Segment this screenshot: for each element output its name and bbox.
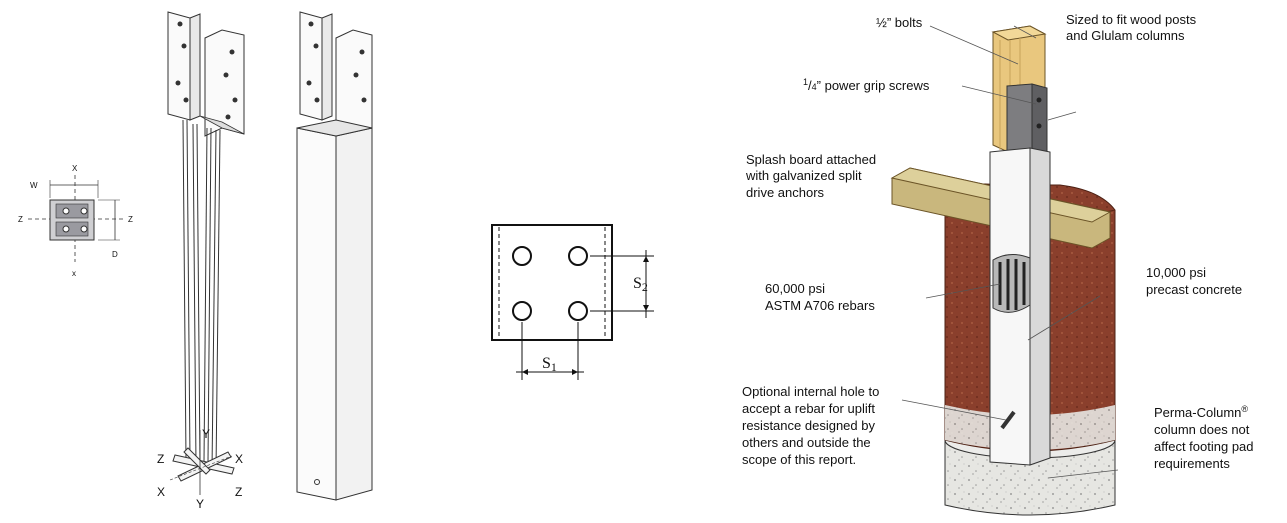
perma-label-line4: requirements bbox=[1154, 456, 1230, 471]
plan-bracket-bottom bbox=[55, 221, 89, 237]
perma-label-line1: Perma-Column® bbox=[1154, 404, 1248, 420]
encased-column bbox=[296, 11, 373, 501]
hole-label-line4: others and outside the bbox=[742, 435, 871, 450]
sized-label-line1: Sized to fit wood posts bbox=[1066, 12, 1197, 27]
perma-column-illustration bbox=[890, 25, 1119, 516]
bracket-plate-left bbox=[167, 11, 191, 121]
bolts-label: ½” bolts bbox=[876, 15, 923, 30]
bracket-hole bbox=[177, 21, 183, 27]
hole-label-line5: scope of this report. bbox=[742, 452, 856, 467]
splash-label-line3: drive anchors bbox=[746, 185, 825, 200]
leader-lines bbox=[901, 25, 1119, 479]
plan-bracket-top bbox=[55, 203, 89, 219]
hole-label-line2: accept a rebar for uplift bbox=[742, 401, 875, 416]
assembly-z-right-label: Z bbox=[235, 485, 242, 499]
plan-d-label: D bbox=[112, 250, 118, 259]
encased-bracket-left bbox=[299, 11, 323, 121]
section-outline bbox=[491, 224, 613, 341]
plan-z-right-label: Z bbox=[128, 215, 133, 224]
s2-label: S2 bbox=[633, 275, 648, 294]
column-hole bbox=[314, 479, 320, 485]
uplift-rebar bbox=[1000, 410, 1016, 430]
splash-label-line1: Splash board attached bbox=[746, 152, 876, 167]
plan-rebar-1 bbox=[62, 207, 70, 215]
plan-rebar-3 bbox=[62, 225, 70, 233]
perma-label-line2: column does not bbox=[1154, 422, 1250, 437]
section-rebar-3 bbox=[512, 301, 532, 321]
plan-x-bottom-label: x bbox=[72, 269, 76, 278]
concrete-column-side bbox=[335, 127, 373, 501]
screws-label: 1/4” power grip screws bbox=[803, 77, 930, 93]
plan-z-left-label: Z bbox=[18, 215, 23, 224]
concrete-column-front bbox=[296, 127, 337, 501]
assembly-y-bottom-label: Y bbox=[196, 497, 204, 511]
encased-bracket-right bbox=[335, 29, 373, 137]
section-view: S1 S2 bbox=[491, 224, 654, 380]
assembly-x-left-label: X bbox=[157, 485, 165, 499]
section-rebar-1 bbox=[512, 246, 532, 266]
s1-label: S1 bbox=[542, 355, 557, 374]
assembly-z-left-label: Z bbox=[157, 452, 164, 466]
rebar-cutaway bbox=[992, 254, 1031, 313]
section-rebar-4 bbox=[568, 301, 588, 321]
perma-label-line3: affect footing pad bbox=[1154, 439, 1254, 454]
sized-label-line2: and Glulam columns bbox=[1066, 28, 1185, 43]
gravel-footing bbox=[944, 439, 1116, 516]
rebar-label-line2: ASTM A706 rebars bbox=[765, 298, 875, 313]
assembly-x-right-label: X bbox=[235, 452, 243, 466]
plan-view: X x Z Z W D bbox=[18, 164, 133, 278]
plan-rebar-2 bbox=[80, 207, 88, 215]
section-rebar-2 bbox=[568, 246, 588, 266]
plan-rebar-4 bbox=[80, 225, 88, 233]
splash-label-line2: with galvanized split bbox=[745, 168, 862, 183]
plan-x-top-label: X bbox=[72, 164, 78, 173]
rebar-label-line1: 60,000 psi bbox=[765, 281, 825, 296]
hole-label-line3: resistance designed by bbox=[742, 418, 875, 433]
hole-label-line1: Optional internal hole to bbox=[742, 384, 879, 399]
rebar-assembly: Y Y Z X X Z bbox=[157, 11, 245, 511]
assembly-y-top-label: Y bbox=[202, 427, 210, 441]
concrete-label-line1: 10,000 psi bbox=[1146, 265, 1206, 280]
rebars bbox=[182, 119, 221, 471]
plan-w-label: W bbox=[30, 181, 38, 190]
cross-bars bbox=[172, 447, 235, 482]
concrete-label-line2: precast concrete bbox=[1146, 282, 1242, 297]
